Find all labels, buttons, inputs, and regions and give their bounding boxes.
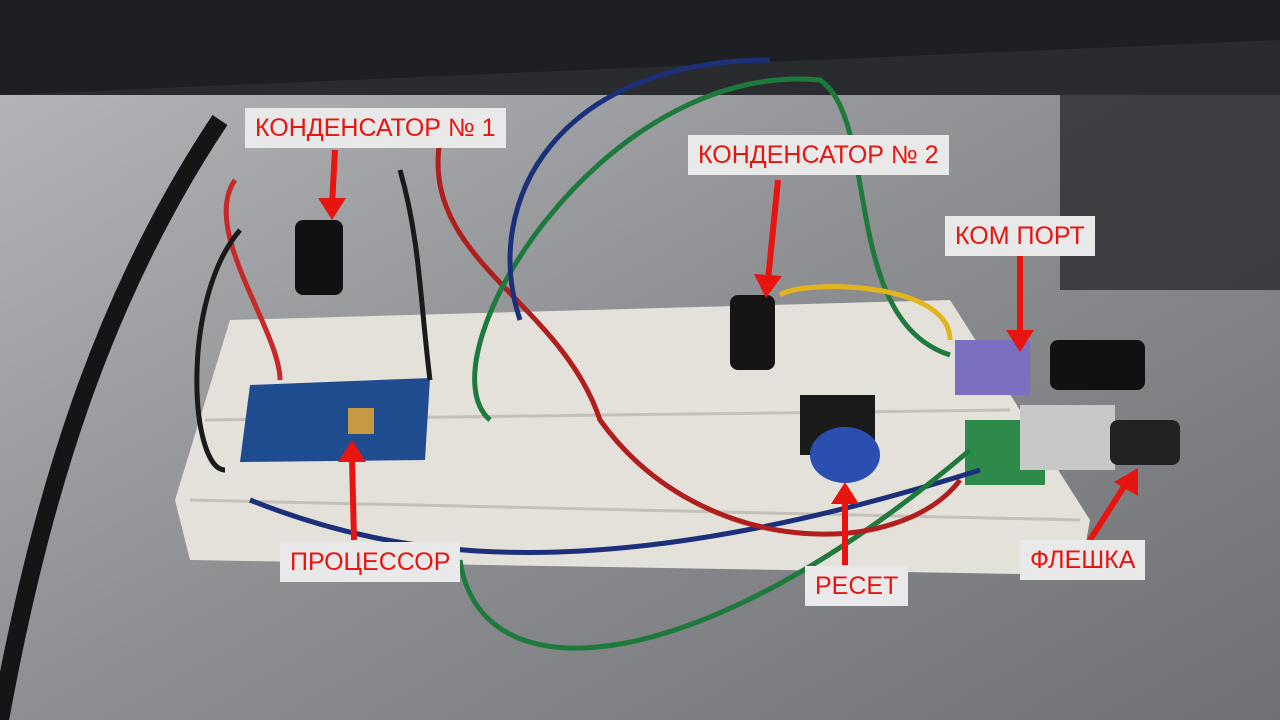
processor-board xyxy=(240,378,430,462)
reset-label: РЕСЕТ xyxy=(805,566,909,606)
flash-label: ФЛЕШКА xyxy=(1020,540,1146,580)
arrow-capacitor2 xyxy=(765,179,781,281)
com-port-module xyxy=(955,340,1030,395)
arrow-processor xyxy=(349,457,357,541)
usb-cable xyxy=(1050,340,1145,390)
capacitor-2 xyxy=(730,295,775,370)
capacitor-1 xyxy=(295,220,343,295)
reset-button xyxy=(810,427,880,483)
flash-drive xyxy=(1020,405,1115,470)
wires xyxy=(194,57,981,651)
com-port-label: КОМ ПОРТ xyxy=(945,216,1095,256)
annotation-arrows xyxy=(318,149,1138,565)
capacitor-2-label: КОНДЕНСАТОР № 2 xyxy=(688,135,949,175)
processor-label: ПРОЦЕССОР xyxy=(280,542,461,582)
capacitor-1-label: КОНДЕНСАТОР № 1 xyxy=(245,108,506,148)
arrow-flash xyxy=(1087,483,1128,542)
arrow-capacitor1 xyxy=(329,149,338,206)
